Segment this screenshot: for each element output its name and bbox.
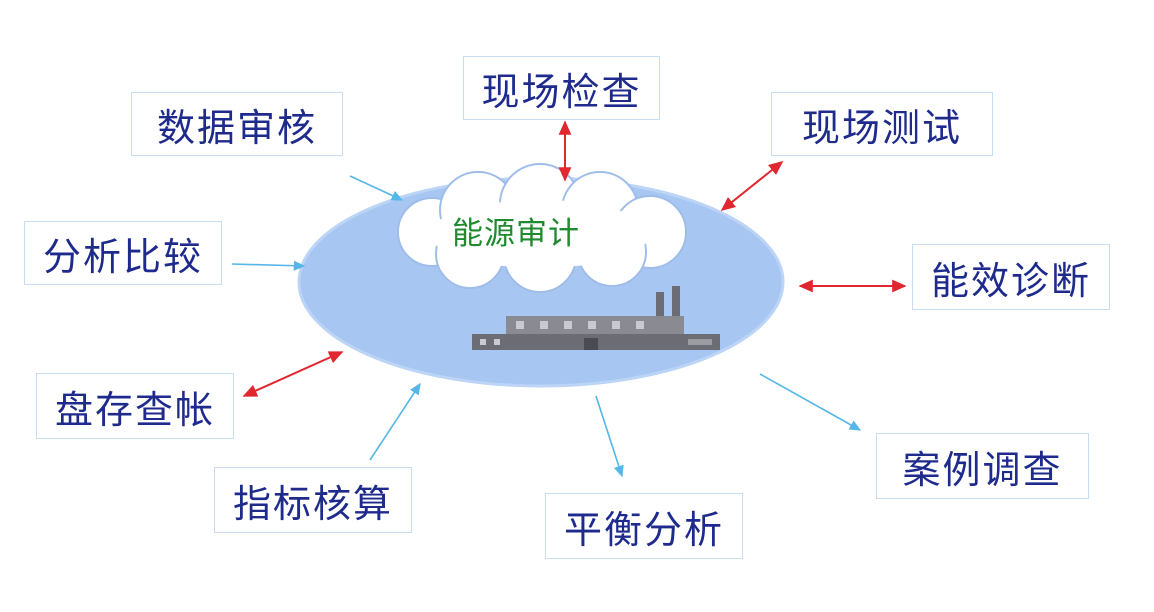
- method-box-xianchang-jiancha: 现场检查: [463, 56, 660, 120]
- arrow-pingheng-fenxi: [595, 395, 624, 478]
- arrow-fenxi-bijiao: [231, 260, 306, 271]
- center-label: 能源审计: [452, 216, 580, 252]
- arrow-anli-diaocha: [759, 373, 862, 431]
- cloud-icon: [397, 163, 687, 293]
- method-box-shuju-shenhe: 数据审核: [131, 92, 343, 156]
- method-box-pancun-chazhang: 盘存查帐: [36, 373, 234, 439]
- method-box-xianchang-ceshi: 现场测试: [771, 92, 993, 156]
- factory-icon: [472, 286, 720, 350]
- arrow-xianchang-ceshi: [720, 161, 784, 211]
- method-box-fenxi-bijiao: 分析比较: [24, 221, 222, 285]
- method-box-anli-diaocha: 案例调查: [876, 433, 1089, 499]
- arrow-pancun-chazhang: [242, 351, 344, 397]
- method-box-pingheng-fenxi: 平衡分析: [545, 493, 743, 559]
- connector-arrows: [231, 120, 907, 478]
- arrow-shuju-shenhe: [349, 175, 404, 201]
- arrow-zhibiao-hesuan: [369, 382, 421, 461]
- method-box-nengxiao-zhenduan: 能效诊断: [912, 244, 1110, 310]
- method-box-zhibiao-hesuan: 指标核算: [214, 467, 412, 533]
